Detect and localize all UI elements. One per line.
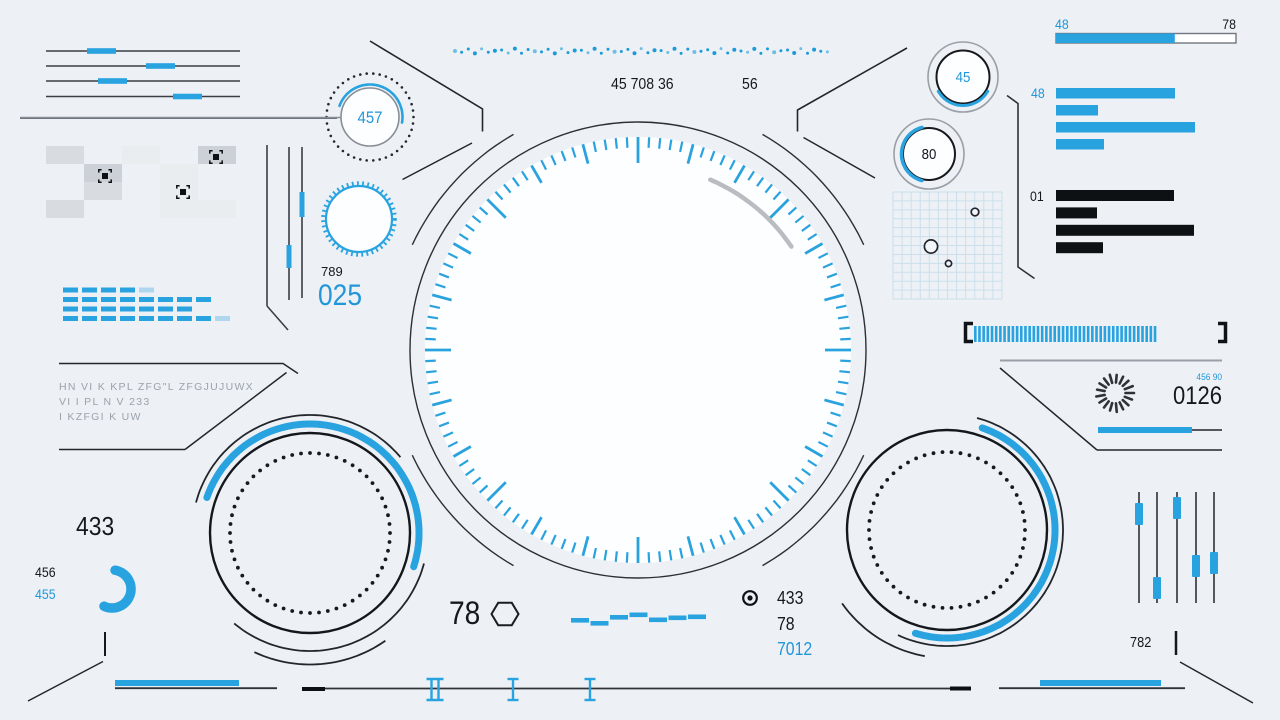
stat-455: 455 xyxy=(35,586,56,602)
crescent-gauge xyxy=(99,565,136,613)
bar-group-48 xyxy=(1056,88,1195,150)
signal-dash-rows xyxy=(63,287,230,321)
main-gauge-dial xyxy=(409,121,867,579)
barcode-strip xyxy=(963,321,1228,344)
spinner-icon xyxy=(1095,373,1136,414)
code-value: 0126 xyxy=(1173,382,1222,410)
circle-45-value: 45 xyxy=(955,69,971,86)
progress-right-label: 78 xyxy=(1222,16,1236,32)
target-value-b: 78 xyxy=(777,614,795,634)
stat-456: 456 xyxy=(35,564,56,580)
scatter-dots xyxy=(453,46,829,56)
stat-433: 433 xyxy=(76,511,115,541)
vertical-slider[interactable] xyxy=(1173,492,1181,603)
bottom-right-marks xyxy=(1174,631,1254,704)
target-value-c: 7012 xyxy=(777,639,813,659)
slider-handle[interactable] xyxy=(1135,503,1143,525)
left-bracket-lines xyxy=(266,145,305,331)
gear-ring xyxy=(321,181,397,257)
gauge-left-number: 45 708 36 xyxy=(611,76,674,93)
gauge-brackets xyxy=(369,40,908,181)
stat-782: 782 xyxy=(1130,635,1152,651)
gauge-80-ring xyxy=(893,118,965,190)
gauge-45-ring xyxy=(927,41,999,113)
gauge-457-value: 457 xyxy=(357,108,383,127)
circle-80-value: 80 xyxy=(921,146,937,163)
left-panel-frame xyxy=(59,362,299,451)
segment-strip xyxy=(571,612,706,626)
slider-handle[interactable] xyxy=(1173,497,1181,519)
code-progress-bar xyxy=(1098,427,1222,433)
slider-handle[interactable] xyxy=(1153,577,1161,599)
progress-bar xyxy=(1055,32,1237,44)
right-dial xyxy=(841,417,1064,657)
panel-text-line1: HN VI K KPL ZFG"L ZFGJUJUWX xyxy=(59,381,254,393)
gauge-457-ring xyxy=(20,72,415,162)
target-value-a: 433 xyxy=(777,588,804,608)
vertical-slider[interactable] xyxy=(1192,492,1200,603)
slider-handle[interactable] xyxy=(1210,552,1218,574)
scatter-grid-panel xyxy=(892,191,1003,300)
slider-handle[interactable] xyxy=(1192,555,1200,577)
vertical-slider[interactable] xyxy=(1153,492,1161,603)
right-connector-lines xyxy=(999,359,1222,451)
bars-01-label: 01 xyxy=(1030,188,1044,204)
right-bracket-line xyxy=(1006,94,1035,280)
code-mini-label: 456 90 xyxy=(1196,372,1222,383)
code-large-value: 025 xyxy=(318,279,363,312)
hexagon-icon xyxy=(490,601,520,627)
panel-text-line2: VI I PL N V 233 xyxy=(59,396,151,408)
progress-left-label: 48 xyxy=(1055,16,1069,32)
target-icon xyxy=(742,590,758,606)
bars-48-label: 48 xyxy=(1031,85,1045,101)
bar-group-01 xyxy=(1056,190,1194,254)
timeline-markers xyxy=(426,677,596,702)
slider-group[interactable] xyxy=(1135,492,1218,603)
left-dial xyxy=(195,414,425,666)
code-small-value: 789 xyxy=(321,264,343,279)
vertical-slider[interactable] xyxy=(1210,492,1218,603)
timeline-baseline xyxy=(115,680,1185,691)
bottom-left-marks xyxy=(27,632,106,702)
vertical-slider[interactable] xyxy=(1135,492,1143,603)
top-left-lines xyxy=(46,48,240,100)
bottom-78-value: 78 xyxy=(449,595,481,631)
checkerboard xyxy=(46,146,236,218)
gauge-right-number: 56 xyxy=(742,76,758,93)
panel-text-line3: I KZFGI K UW xyxy=(59,411,142,423)
